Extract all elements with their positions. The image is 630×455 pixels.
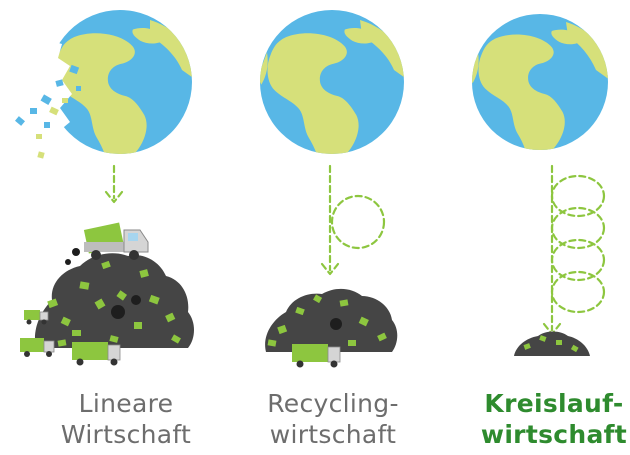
garbage-truck-icon (20, 338, 55, 357)
caption-line-1: Lineare (78, 389, 174, 418)
globe-icon (472, 14, 608, 150)
garbage-truck-icon (83, 222, 149, 260)
garbage-truck-icon (72, 342, 121, 366)
garbage-truck-icon (292, 344, 341, 368)
caption-line-2: wirtschaft (269, 420, 397, 449)
recycling-loop-icon (330, 194, 386, 250)
waste-heap-icon (514, 331, 590, 356)
caption-line-2: Wirtschaft (60, 420, 192, 449)
waste-heap-icon (265, 288, 398, 352)
garbage-truck-icon (24, 310, 49, 325)
caption-line-2: wirtschaft (480, 420, 628, 449)
waste-heap-icon (34, 248, 195, 348)
globe-icon (40, 10, 192, 154)
column-circular (472, 14, 608, 356)
column-recycling (260, 10, 404, 368)
caption-linear-economy: Lineare Wirtschaft (26, 388, 226, 450)
caption-line-1: Recycling- (267, 389, 399, 418)
caption-recycling-economy: Recycling- wirtschaft (233, 388, 433, 450)
recycling-loop-icon (550, 174, 606, 314)
caption-circular-economy: Kreislauf- wirtschaft (454, 388, 630, 450)
debris-fragments (15, 64, 81, 159)
caption-line-1: Kreislauf- (484, 389, 624, 418)
column-linear (15, 10, 195, 366)
globe-icon (260, 10, 404, 154)
